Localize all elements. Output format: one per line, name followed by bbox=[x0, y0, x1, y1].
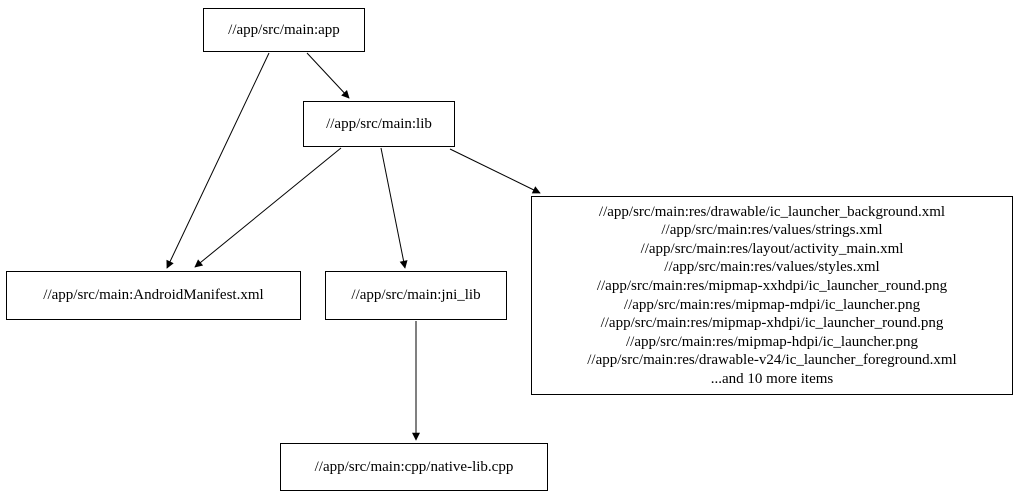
node-android-manifest-label: //app/src/main:AndroidManifest.xml bbox=[43, 287, 264, 304]
edge-app-lib bbox=[306, 52, 350, 99]
node-jni-lib: //app/src/main:jni_lib bbox=[325, 271, 507, 320]
resource-item: //app/src/main:res/mipmap-xxhdpi/ic_laun… bbox=[596, 277, 948, 294]
node-native-lib-cpp: //app/src/main:cpp/native-lib.cpp bbox=[280, 443, 548, 491]
resource-item: //app/src/main:res/values/strings.xml bbox=[661, 222, 883, 239]
node-jni-lib-label: //app/src/main:jni_lib bbox=[351, 287, 481, 304]
edge-lib-jni-lib bbox=[380, 147, 408, 269]
node-android-manifest: //app/src/main:AndroidManifest.xml bbox=[6, 271, 301, 320]
resource-more-items: ...and 10 more items bbox=[710, 370, 834, 387]
node-lib: //app/src/main:lib bbox=[303, 101, 455, 147]
resource-item: //app/src/main:res/mipmap-mdpi/ic_launch… bbox=[623, 296, 921, 313]
edge-app-manifest bbox=[166, 52, 270, 269]
edge-lib-resources bbox=[449, 148, 541, 194]
node-app-label: //app/src/main:app bbox=[228, 21, 340, 38]
node-app: //app/src/main:app bbox=[203, 8, 365, 52]
node-lib-label: //app/src/main:lib bbox=[326, 115, 432, 132]
resource-item: //app/src/main:res/mipmap-hdpi/ic_launch… bbox=[625, 333, 918, 350]
node-resources-group: //app/src/main:res/drawable/ic_launcher_… bbox=[531, 196, 1013, 395]
resource-item: //app/src/main:res/layout/activity_main.… bbox=[640, 240, 904, 257]
resource-item: //app/src/main:res/values/styles.xml bbox=[664, 259, 880, 276]
node-native-lib-cpp-label: //app/src/main:cpp/native-lib.cpp bbox=[314, 458, 514, 475]
edge-lib-manifest bbox=[194, 147, 342, 268]
resource-item: //app/src/main:res/mipmap-xhdpi/ic_launc… bbox=[600, 315, 944, 332]
resource-item: //app/src/main:res/drawable-v24/ic_launc… bbox=[587, 352, 957, 369]
resource-item: //app/src/main:res/drawable/ic_launcher_… bbox=[598, 203, 946, 220]
